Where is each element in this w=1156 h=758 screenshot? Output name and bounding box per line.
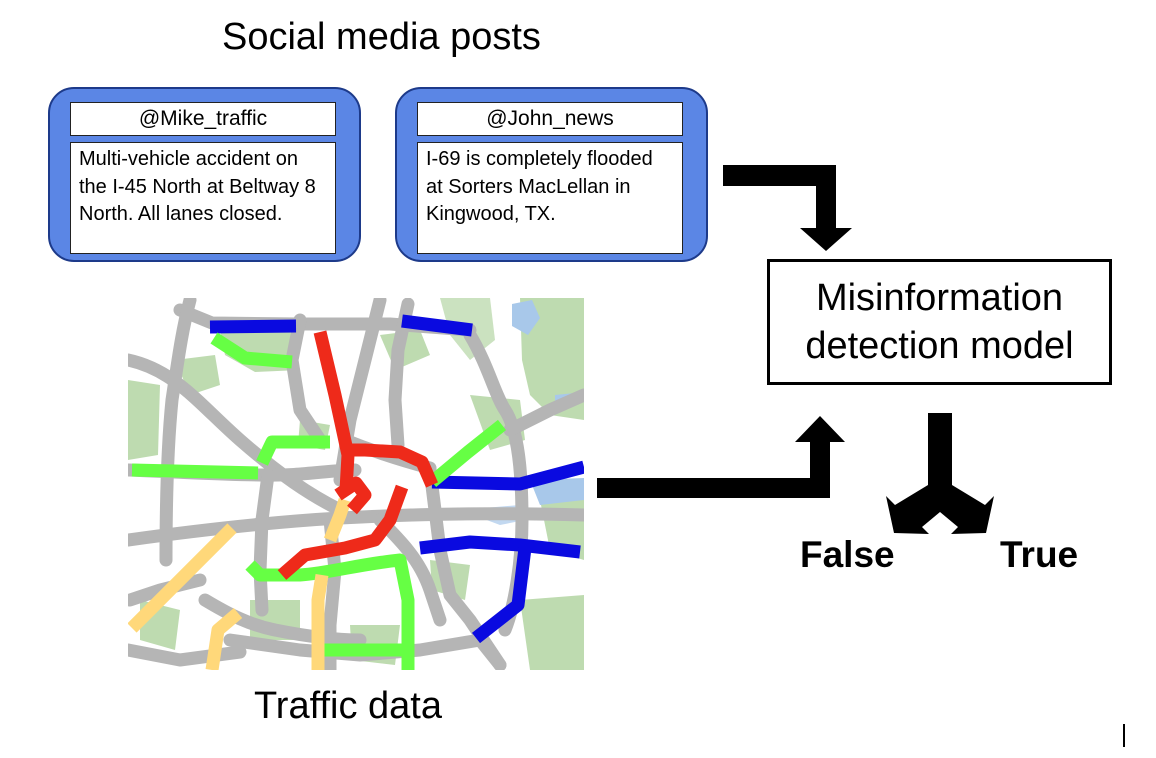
map-free-flow-traffic [131,332,507,670]
misinformation-detection-model-box: Misinformation detection model [767,259,1112,385]
traffic-map [128,298,584,670]
output-false-label: False [800,534,895,575]
model-output-split-arrow [886,413,994,534]
traffic-to-model-arrow [597,416,845,498]
post-username: @Mike_traffic [70,102,336,136]
post-username: @John_news [417,102,683,136]
map-heavy-traffic [277,330,438,580]
model-label: Misinformation detection model [805,277,1074,367]
text-cursor [1123,724,1125,747]
social-post-card: @John_news I-69 is completely flooded at… [395,87,708,262]
traffic-data-title: Traffic data [254,685,442,727]
social-media-posts-title: Social media posts [222,16,541,58]
post-text: Multi-vehicle accident on the I-45 North… [70,142,336,254]
social-post-card: @Mike_traffic Multi-vehicle accident on … [48,87,361,262]
posts-to-model-arrow [723,165,852,251]
map-slow-traffic [209,314,584,644]
post-text: I-69 is completely flooded at Sorters Ma… [417,142,683,254]
map-moderate-traffic [128,497,352,670]
output-true-label: True [1000,534,1079,575]
